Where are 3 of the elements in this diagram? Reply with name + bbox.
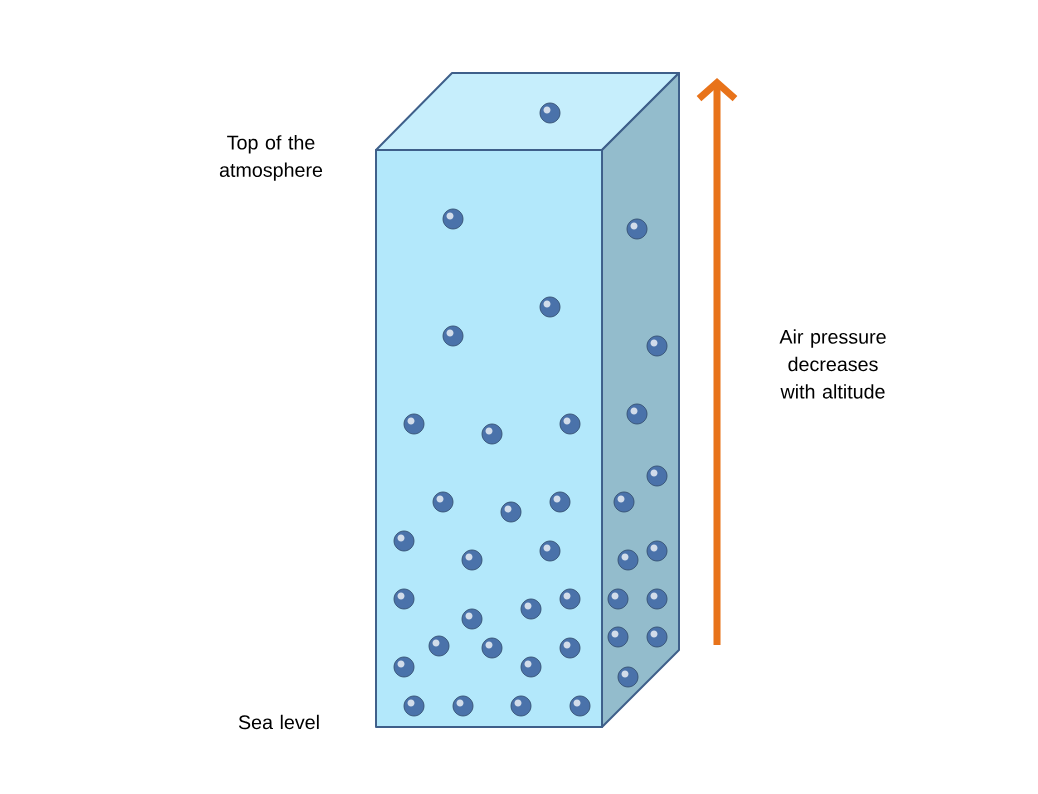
label-text: Air pressure decreases with altitude	[779, 329, 886, 399]
label-text: Sea level	[238, 714, 319, 730]
label-text: Top of the atmosphere	[219, 135, 323, 181]
